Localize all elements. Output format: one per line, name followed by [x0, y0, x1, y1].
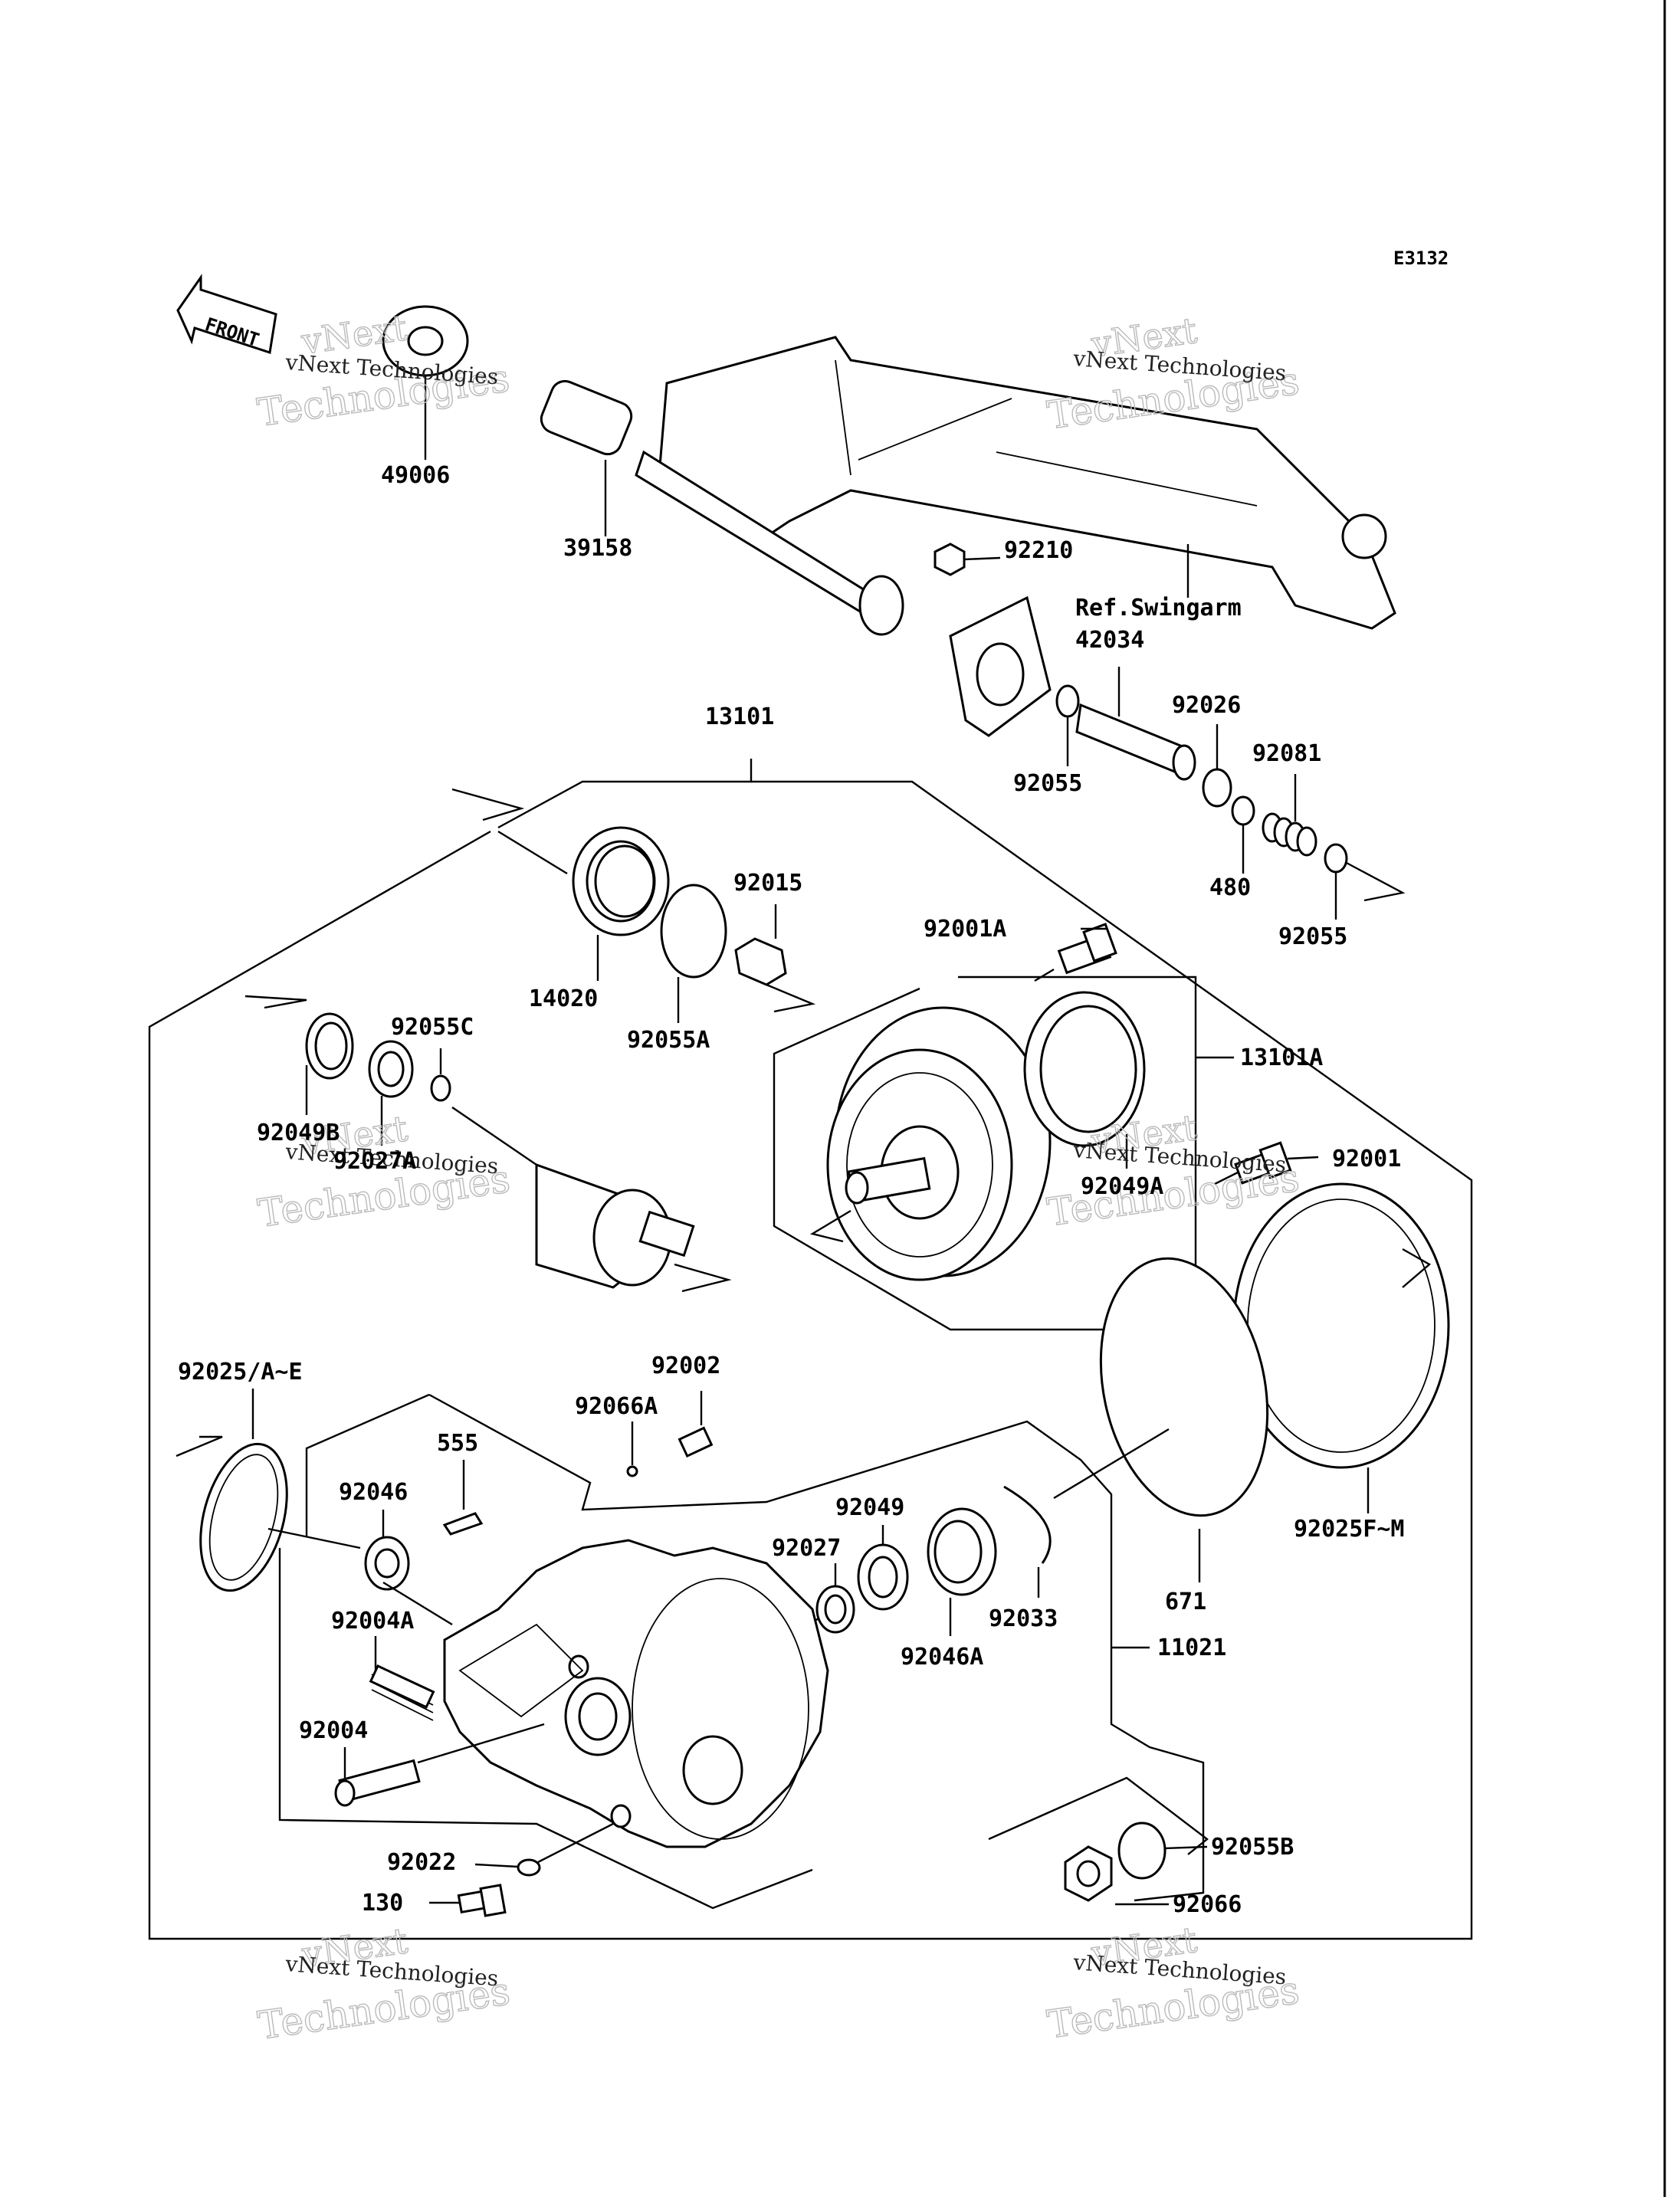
- part-label-92025F-M: 92025F~M: [1294, 1516, 1405, 1543]
- o-ring-671: [1099, 1257, 1269, 1517]
- seal-92049A: [1023, 991, 1146, 1147]
- part-label-92004: 92004: [299, 1717, 368, 1744]
- nut-92210: [934, 543, 966, 576]
- part-label-39158: 39158: [563, 535, 632, 562]
- damper-hub-49006: [382, 305, 469, 377]
- stud-92004: [334, 1759, 421, 1807]
- part-label-92055A: 92055A: [627, 1027, 710, 1054]
- sleeve-42034: [1075, 703, 1186, 776]
- ring-gear: [826, 1006, 1052, 1281]
- part-label-92066A: 92066A: [575, 1393, 658, 1420]
- nut-92015: [734, 937, 787, 986]
- part-label-92004A: 92004A: [331, 1608, 414, 1635]
- part-label-42034: 42034: [1075, 627, 1144, 654]
- plug-92002: [678, 1426, 714, 1458]
- part-label-555: 555: [437, 1430, 478, 1457]
- o-ring-92055-b: [1324, 843, 1348, 874]
- washer-92022: [517, 1858, 541, 1877]
- part-label-92081: 92081: [1252, 740, 1321, 767]
- part-label-92046A: 92046A: [901, 1644, 983, 1671]
- shim-92025-A-E: [199, 1442, 288, 1592]
- part-label-92049B: 92049B: [257, 1120, 340, 1146]
- part-label-92055-b: 92055: [1278, 923, 1347, 950]
- part-label-92066: 92066: [1173, 1891, 1242, 1918]
- circlip-480: [1231, 795, 1255, 826]
- part-label-92027A: 92027A: [333, 1148, 416, 1175]
- part-label-92015: 92015: [733, 870, 802, 897]
- pin-555: [442, 1512, 484, 1536]
- part-label-92025-A-E: 92025/A~E: [178, 1359, 303, 1385]
- part-label-92055C: 92055C: [391, 1014, 474, 1041]
- bolt-92001A: [1057, 923, 1117, 975]
- spring-92081: [1262, 812, 1317, 857]
- o-ring-92055A: [660, 884, 727, 979]
- part-label-13101: 13101: [705, 703, 774, 730]
- part-label-92026: 92026: [1172, 692, 1241, 719]
- part-label-92055B: 92055B: [1211, 1834, 1294, 1861]
- part-label-14020: 14020: [529, 985, 598, 1012]
- part-label-671: 671: [1165, 1589, 1206, 1615]
- bracket-13101: [148, 780, 1473, 1940]
- part-label-92055-top: 92055: [1013, 770, 1082, 797]
- part-label-11021: 11021: [1157, 1635, 1226, 1661]
- part-label-92210: 92210: [1004, 537, 1073, 564]
- bolt-92001: [1234, 1141, 1292, 1185]
- ref-swingarm-label: Ref.Swingarm: [1075, 595, 1242, 621]
- part-label-92022: 92022: [387, 1849, 456, 1876]
- circlip-92033: [1003, 1485, 1052, 1564]
- bracket-drain-plug: [988, 1776, 1209, 1855]
- part-label-92001A: 92001A: [924, 916, 1006, 943]
- bearing-14020: [572, 826, 670, 936]
- part-label-92002: 92002: [651, 1353, 720, 1379]
- part-label-92027: 92027: [772, 1535, 841, 1562]
- part-label-49006: 49006: [381, 462, 450, 489]
- drive-shaft-39158: [540, 379, 904, 636]
- front-arrow-icon: FRONT: [176, 274, 277, 354]
- bearing-92046A: [927, 1507, 997, 1596]
- bushing-92027: [815, 1585, 855, 1634]
- washer-92026: [1202, 768, 1232, 808]
- part-label-130: 130: [362, 1890, 403, 1917]
- bracket-13101A: [773, 976, 1197, 1331]
- swingarm-assembly: [658, 336, 1396, 737]
- o-ring-92055-top: [1055, 684, 1080, 718]
- stud-92004A: [369, 1664, 435, 1721]
- seal-92049: [857, 1543, 909, 1611]
- circlip-92055C: [430, 1074, 451, 1102]
- part-label-92049A: 92049A: [1081, 1173, 1163, 1200]
- diagram-code: E3132: [1393, 248, 1449, 269]
- bolt-130: [457, 1884, 507, 1917]
- part-label-13101A: 13101A: [1240, 1044, 1323, 1071]
- part-label-92001: 92001: [1332, 1146, 1401, 1172]
- ball-92066A: [626, 1465, 638, 1477]
- part-label-92033: 92033: [989, 1605, 1058, 1632]
- o-ring-92055B: [1117, 1822, 1166, 1880]
- part-label-92049: 92049: [835, 1494, 904, 1521]
- final-drive-housing: [443, 1539, 829, 1848]
- part-label-480: 480: [1209, 874, 1251, 901]
- pinion-gear: [451, 1107, 695, 1289]
- part-label-92046: 92046: [339, 1479, 408, 1506]
- bracket-11021-top: [428, 1393, 1205, 1902]
- drain-plug-92066: [1064, 1845, 1113, 1902]
